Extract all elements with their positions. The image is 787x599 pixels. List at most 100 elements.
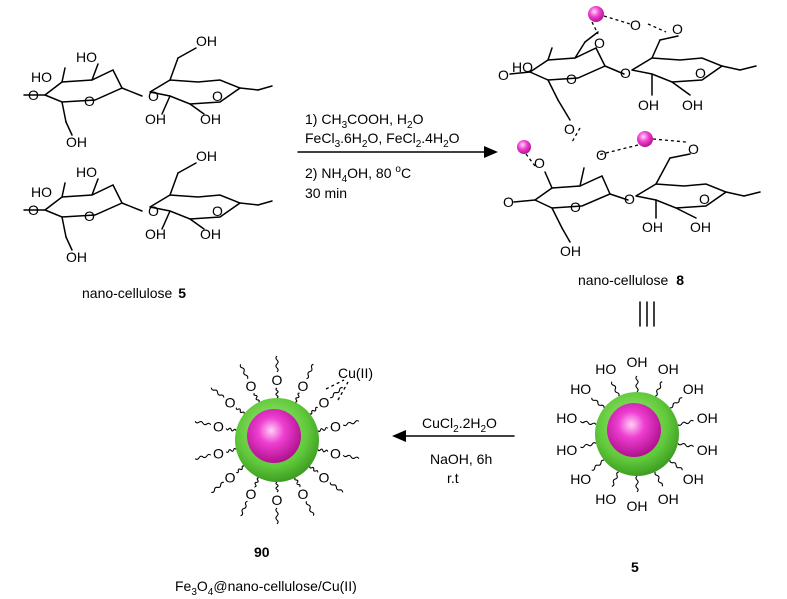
linker-bond [235,407,245,414]
oxygen-label: O [318,395,329,411]
ring-oxygen: O [566,71,577,87]
hydroxyl-label: HO [76,164,97,180]
hydroxyl-label: OH [642,219,663,235]
oxygen-label: O [272,492,283,508]
linker-bond [591,397,605,408]
linker-bond [580,420,597,426]
linker-bond [330,387,343,399]
hydroxyl-label: HO [570,381,591,397]
fe3o4-bead [517,140,531,154]
linker-bond [275,507,279,525]
linker-bond [591,459,605,471]
hydroxyl-label: OH [200,111,221,127]
cellulose-chain-lower: O O O HO HO O OH OH OH OH [23,148,273,265]
linker-bond [610,381,620,397]
hydroxyl-label: OH [66,134,87,150]
hydroxyl-label: OH [683,381,704,397]
oxygen-label: O [594,35,605,51]
oxygen-label: O [330,419,341,435]
cellulose-chain-upper: O O O HO HO O OH OH OH OH [23,33,273,150]
hydroxyl-label: HO [31,184,52,200]
linker-bond [194,453,212,460]
linker-bond [305,501,315,516]
reaction-1-step2: 2) NH4OH, 80 oC [305,164,411,185]
linker-bond [275,355,279,373]
reaction-1-iron-salts: FeCl3.6H2O, FeCl2.4H2O [305,130,460,150]
linker-bond [254,477,259,488]
linker-bond [194,420,212,426]
linker-bond [225,427,237,432]
hydroxyl-label: HO [31,69,52,85]
oxygen-label: O [318,469,329,485]
linker-bond [669,397,683,409]
reaction-arrow-1: 1) CH3COOH, H2O FeCl3.6H2O, FeCl2.4H2O 2… [297,111,498,201]
linker-bond [342,454,360,460]
reaction-arrow-2: CuCl2.2H2O NaOH, 6h r.t [392,415,515,486]
reaction-2-reagent: CuCl2.2H2O [422,415,497,435]
fe3o4-core [607,403,661,457]
reaction-1-step1: 1) CH3COOH, H2O [305,111,424,131]
hydroxyl-label: OH [627,498,648,514]
linker-bond [240,500,248,517]
oxygen-label: O [28,87,39,103]
hydroxyl-label: OH [683,471,704,487]
fe3o4-core [247,409,301,463]
hydroxyl-label: OH [196,148,217,164]
hydroxyl-label: HO [595,491,616,507]
fe3o4-bead [588,6,604,22]
linker-bond [275,387,279,399]
linker-bond [236,465,245,474]
hydroxyl-label: HO [512,59,533,75]
ring-oxygen: O [84,93,95,109]
reaction-2-conditions: NaOH, 6h [430,451,492,467]
reaction-1-time: 30 min [305,185,347,201]
oxygen-label: O [503,194,514,210]
glycosidic-oxygen: O [624,191,635,207]
fe3o4-bead [637,131,653,147]
linker-bond [239,364,249,379]
hydroxyl-label: HO [556,410,577,426]
oxygen-label: O [246,486,257,502]
hydroxyl-label: OH [682,97,703,113]
oxygen-label: O [298,378,309,394]
ring-oxygen: O [84,208,95,224]
compound-5-number: 5 [631,559,639,575]
hydroxyl-label: OH [658,361,679,377]
oxygen-label: O [213,419,224,435]
nano-cellulose-8-structure: HO O O O O O O OH OH O O O O O O O O [498,6,761,288]
hydroxyl-label: OH [690,219,711,235]
glycosidic-oxygen: O [620,65,631,81]
hydroxyl-label: OH [697,442,718,458]
hydroxyl-label: OH [697,410,718,426]
ring-oxygen: O [695,65,706,81]
linker-bond [309,406,318,415]
hydroxyl-label: HO [595,361,616,377]
ring-oxygen: O [212,88,223,104]
linker-bond [275,481,279,493]
linker-bond [294,477,301,488]
linker-bond [654,471,664,487]
compound-90-number: 90 [254,544,270,560]
hydroxyl-label: OH [638,97,659,113]
oxygen-label: O [564,121,575,137]
linker-bond [225,448,237,453]
oxygen-label: O [225,395,236,411]
oxygen-label: O [498,67,509,83]
linker-bond [655,381,663,397]
linker-bond [635,375,639,393]
linker-bond [306,363,314,380]
glycosidic-oxygen: O [148,88,159,104]
hydroxyl-label: OH [658,491,679,507]
oxygen-label: O [246,378,257,394]
ring-oxygen: O [212,203,223,219]
linker-bond [329,482,344,493]
ring-oxygen: O [699,191,710,207]
linker-bond [611,471,619,487]
copper-label: Cu(II) [338,365,373,381]
